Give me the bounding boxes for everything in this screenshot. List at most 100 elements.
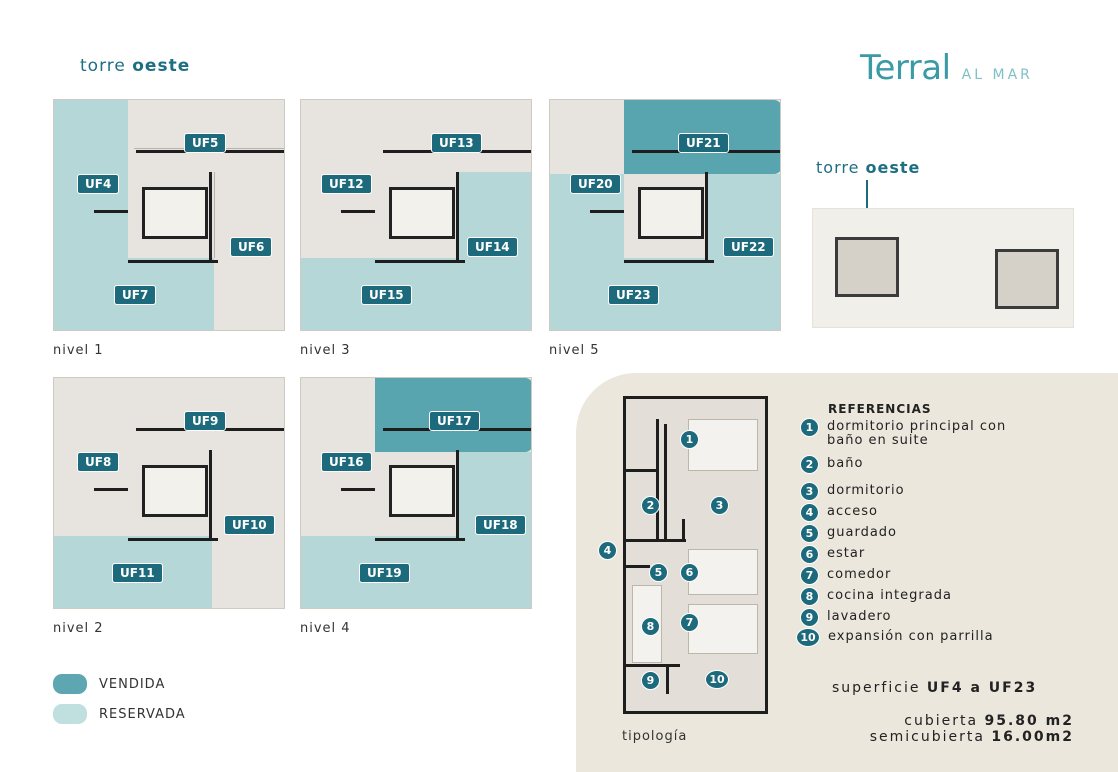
reference-number: 9 <box>800 608 819 627</box>
level-label: nivel 1 <box>53 343 104 358</box>
unit-tag[interactable]: UF14 <box>467 237 518 257</box>
legend-sold: VENDIDA <box>53 674 165 694</box>
reference-text: expansión con parrilla <box>828 629 994 644</box>
typology-marker: 1 <box>680 430 699 449</box>
reference-text: dormitorio <box>827 483 905 498</box>
typology-marker: 3 <box>710 496 729 515</box>
floor-plan-nivel-4: UF17 UF16 UF18 UF19 <box>300 377 532 609</box>
unit-tag[interactable]: UF19 <box>359 563 410 583</box>
reference-item: 3 dormitorio <box>800 482 1027 501</box>
reference-number: 2 <box>800 455 819 474</box>
level-label: nivel 4 <box>300 621 351 636</box>
legend-reserved: RESERVADA <box>53 704 186 724</box>
floor-plan-nivel-2: UF9 UF8 UF10 UF11 <box>53 377 285 609</box>
reference-text: comedor <box>827 567 892 582</box>
reference-number: 3 <box>800 482 819 501</box>
reference-item: 6 estar <box>800 545 1027 564</box>
unit-tag[interactable]: UF10 <box>224 515 275 535</box>
reference-text: dormitorio principal con baño en suite <box>827 419 1007 448</box>
reference-item: 2 baño <box>800 455 1027 474</box>
site-building-oeste <box>835 237 899 297</box>
unit-tag[interactable]: UF9 <box>184 411 227 431</box>
surface-label: superficie <box>832 680 921 696</box>
covered-label: cubierta <box>904 713 979 729</box>
unit-tag[interactable]: UF12 <box>321 174 372 194</box>
reference-number: 1 <box>800 418 819 437</box>
covered-value: 95.80 m2 <box>984 713 1074 729</box>
typology-marker: 10 <box>705 670 729 689</box>
reference-number: 8 <box>800 587 819 606</box>
unit-tag[interactable]: UF8 <box>77 452 120 472</box>
typology-marker: 5 <box>649 563 668 582</box>
reference-number: 7 <box>800 566 819 585</box>
legend-label: VENDIDA <box>99 676 166 692</box>
surface-covered: cubierta 95.80 m2 <box>904 713 1074 729</box>
typology-marker: 6 <box>680 563 699 582</box>
page-title: torre oeste <box>80 56 190 76</box>
surface-semicovered: semicubierta 16.00m2 <box>870 729 1074 745</box>
unit-tag[interactable]: UF4 <box>77 174 120 194</box>
reference-item: 10 expansión con parrilla <box>796 628 1028 647</box>
typology-marker: 7 <box>680 613 699 632</box>
site-building-other <box>995 249 1059 309</box>
reference-text: baño <box>827 456 864 471</box>
unit-tag[interactable]: UF6 <box>230 237 273 257</box>
semicovered-value: 16.00m2 <box>991 729 1074 745</box>
brand-logo: Terral AL MAR <box>860 48 1033 88</box>
site-map <box>812 208 1074 328</box>
reference-item: 5 guardado <box>800 524 1027 543</box>
unit-tag[interactable]: UF21 <box>678 133 729 153</box>
reference-item: 7 comedor <box>800 566 1027 585</box>
unit-tag[interactable]: UF13 <box>431 133 482 153</box>
floor-plan-nivel-1: UF5 UF4 UF6 UF7 <box>53 99 285 331</box>
brand-suffix: AL MAR <box>961 67 1033 83</box>
reference-text: estar <box>827 546 866 561</box>
reference-item: 4 acceso <box>800 503 1027 522</box>
unit-tag[interactable]: UF18 <box>475 515 526 535</box>
surface-title: superficie UF4 a UF23 <box>832 680 1037 696</box>
typology-floor-plan <box>623 396 768 714</box>
site-tower-name: oeste <box>865 158 921 177</box>
level-label: nivel 5 <box>549 343 600 358</box>
semicovered-label: semicubierta <box>869 729 985 745</box>
reference-number: 6 <box>800 545 819 564</box>
typology-marker: 4 <box>598 541 617 560</box>
tower-prefix: torre <box>80 56 126 76</box>
floor-plan-nivel-5: UF21 UF20 UF22 UF23 <box>549 99 781 331</box>
reference-text: guardado <box>827 525 897 540</box>
tower-name: oeste <box>132 56 191 76</box>
reference-item: 8 cocina integrada <box>800 587 1027 606</box>
level-label: nivel 3 <box>300 343 351 358</box>
reference-item: 9 lavadero <box>800 608 1027 627</box>
legend-swatch-sold <box>53 674 87 694</box>
reference-number: 5 <box>800 524 819 543</box>
unit-tag[interactable]: UF23 <box>608 285 659 305</box>
reference-item: 1 dormitorio principal con baño en suite <box>800 418 1027 448</box>
level-label: nivel 2 <box>53 621 104 636</box>
reference-text: cocina integrada <box>827 588 952 603</box>
unit-tag[interactable]: UF20 <box>570 174 621 194</box>
reference-number: 10 <box>796 628 820 647</box>
unit-tag[interactable]: UF5 <box>184 133 227 153</box>
unit-tag[interactable]: UF16 <box>321 452 372 472</box>
reference-text: lavadero <box>827 609 892 624</box>
references-title: REFERENCIAS <box>828 402 932 416</box>
site-title: torre oeste <box>816 158 920 177</box>
unit-tag[interactable]: UF7 <box>114 285 157 305</box>
legend-swatch-reserved <box>53 704 87 724</box>
site-tower-prefix: torre <box>816 158 860 177</box>
legend-label: RESERVADA <box>99 706 186 722</box>
reference-text: acceso <box>827 504 878 519</box>
unit-tag[interactable]: UF22 <box>723 237 774 257</box>
brand-name: Terral <box>860 48 951 88</box>
typology-marker: 9 <box>641 671 660 690</box>
unit-tag[interactable]: UF11 <box>112 563 163 583</box>
unit-tag[interactable]: UF17 <box>429 411 480 431</box>
unit-tag[interactable]: UF15 <box>361 285 412 305</box>
typology-marker: 2 <box>641 496 660 515</box>
typology-label: tipología <box>622 729 688 744</box>
reference-number: 4 <box>800 503 819 522</box>
surface-range: UF4 a UF23 <box>926 680 1038 696</box>
floor-plan-nivel-3: UF13 UF12 UF14 UF15 <box>300 99 532 331</box>
typology-marker: 8 <box>641 617 660 636</box>
